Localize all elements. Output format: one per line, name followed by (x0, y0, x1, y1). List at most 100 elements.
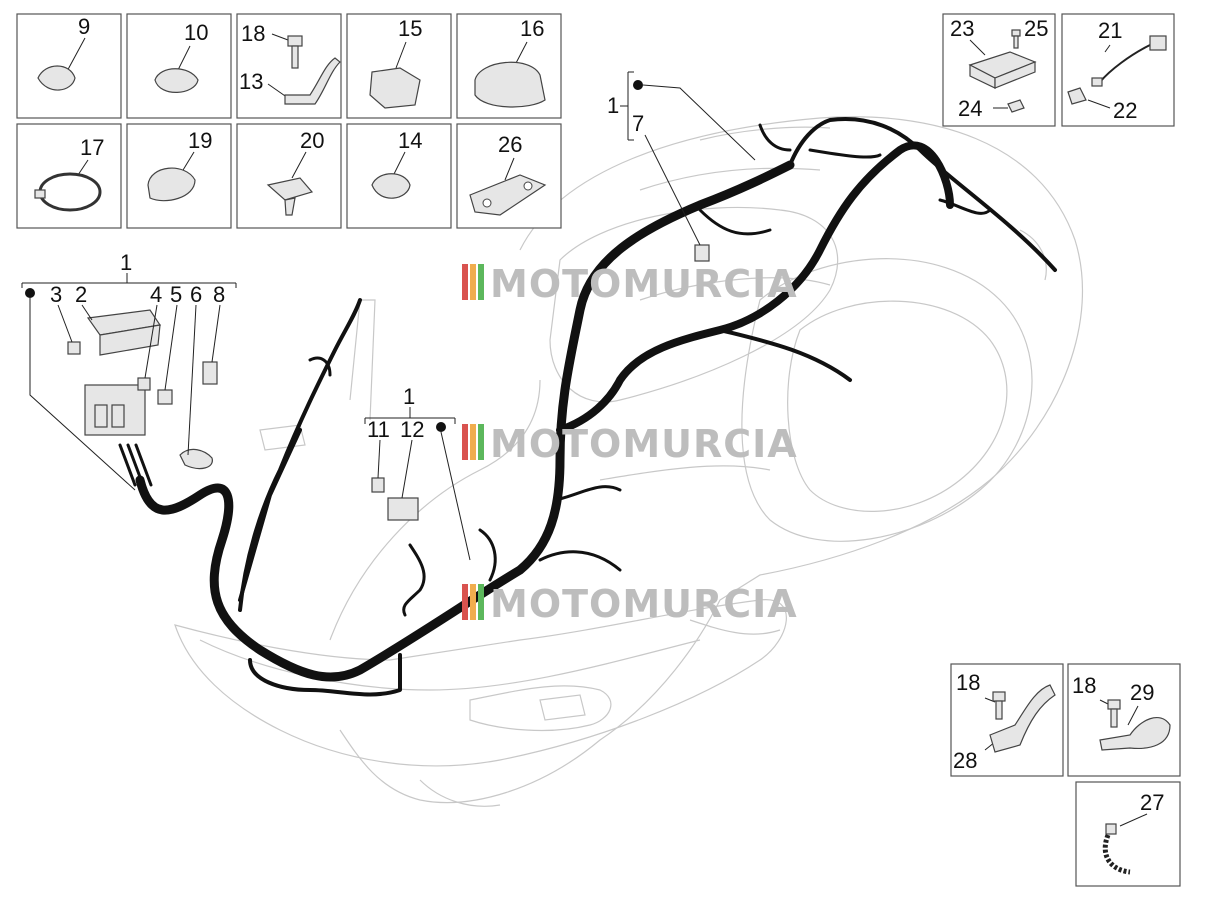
watermark-stripe (478, 584, 484, 620)
cable-tie-27-part (1102, 834, 1131, 875)
box-17-label: 17 (80, 135, 104, 160)
main-wiring-harness (118, 117, 1057, 697)
plate-hole (482, 198, 492, 208)
bolt-shank-part (291, 45, 299, 69)
label-6: 6 (190, 282, 202, 307)
fuse-box-slot (111, 404, 125, 428)
band-clamp-part (37, 65, 76, 91)
box-22-label: 22 (1113, 98, 1137, 123)
scooter-body-outline (174, 116, 1083, 807)
parts-box-18-13: 18 13 (236, 13, 342, 119)
nut-24-part (1007, 99, 1025, 113)
watermark-stripe (462, 424, 468, 460)
box-9-label: 9 (78, 14, 90, 39)
watermark-stripe (478, 424, 484, 460)
bolt-18-shank (995, 700, 1003, 720)
label-12: 12 (400, 417, 424, 442)
fuse-11-part (371, 477, 385, 493)
watermark-stripe (470, 424, 476, 460)
retainer-clip-pin (284, 197, 296, 216)
regulator-front (994, 61, 1036, 89)
label-11: 11 (367, 417, 390, 442)
box-21-label: 21 (1098, 18, 1122, 43)
box-26-label: 26 (498, 132, 522, 157)
box-29-label: 29 (1130, 680, 1154, 705)
cable-tie-27-head (1105, 823, 1117, 835)
relay-8-part (202, 361, 218, 385)
fuse-holder-12-part (387, 497, 419, 521)
parts-box-10: 10 (126, 13, 232, 119)
label-3: 3 (50, 282, 62, 307)
box-28-label: 28 (953, 748, 977, 773)
screw-25-part (1011, 29, 1021, 37)
group-dot-left (25, 288, 35, 298)
box-18-28-label-18: 18 (956, 670, 980, 695)
parts-box-14: 14 (346, 123, 452, 229)
retainer-clip-part (266, 177, 314, 201)
grommet-22-part (1067, 87, 1087, 105)
watermark-text: MOTOMURCIA (490, 422, 798, 466)
parts-box-18-29: 18 29 (1067, 663, 1181, 777)
watermark-stripe (462, 264, 468, 300)
watermark-3: MOTOMURCIA (462, 582, 797, 626)
callout-lines (21, 71, 756, 561)
box-15-label: 15 (398, 16, 422, 41)
watermark-stripe (478, 264, 484, 300)
harness-clip-part (371, 173, 411, 199)
sensor-cable-21 (1099, 44, 1151, 83)
label-4: 4 (150, 282, 162, 307)
hose-clamp-part (154, 68, 199, 93)
label-2: 2 (75, 282, 87, 307)
bolt-18b-part (1107, 699, 1121, 710)
screw-25-shank (1013, 35, 1019, 49)
box-27-label: 27 (1140, 790, 1164, 815)
parts-box-23-25-24: 23 25 24 (942, 13, 1056, 127)
box-16-label: 16 (520, 16, 544, 41)
watermark-text: MOTOMURCIA (490, 262, 798, 306)
connector-21-part (1149, 35, 1167, 51)
sensor-21-part (1091, 77, 1103, 87)
bolt-18b-shank (1110, 708, 1118, 728)
clip-holder-part (474, 61, 546, 108)
parts-box-18-28: 18 28 (950, 663, 1064, 777)
fuse-5-part (157, 389, 173, 405)
bracket-29-part (1099, 717, 1171, 751)
parts-box-21-22: 21 22 (1061, 13, 1175, 127)
label-8: 8 (213, 282, 225, 307)
clip-7-part (694, 244, 710, 262)
parts-box-15: 15 (346, 13, 452, 119)
parts-box-17: 17 (16, 123, 122, 229)
plate-hole (523, 181, 533, 191)
label-group-middle-main: 1 (403, 384, 415, 409)
fuse-3-part (67, 341, 81, 355)
box-20-label: 20 (300, 128, 324, 153)
cable-tie-head (34, 189, 46, 199)
watermark-stripe (470, 584, 476, 620)
box-23-label: 23 (950, 16, 974, 41)
fuse-box-slot (94, 404, 108, 428)
box-18-29-label-18: 18 (1072, 673, 1096, 698)
watermark-stripe (470, 264, 476, 300)
fuse-4-part (137, 377, 151, 391)
label-group-left-main: 1 (120, 250, 132, 275)
bracket-28-part (989, 684, 1056, 753)
box-13-label: 13 (239, 69, 263, 94)
strap-clamp-part (147, 167, 196, 202)
parts-box-27: 27 (1075, 781, 1181, 887)
label-7: 7 (632, 111, 644, 136)
box-19-label: 19 (188, 128, 212, 153)
box-18-label: 18 (241, 21, 265, 46)
box-10-label: 10 (184, 20, 208, 45)
label-group-top-main: 1 (607, 93, 619, 118)
fuse-cover-side (99, 324, 161, 356)
parts-box-19: 19 (126, 123, 232, 229)
bracket-part (284, 57, 341, 105)
watermark-stripe (462, 584, 468, 620)
box-25-label: 25 (1024, 16, 1048, 41)
box-24-label: 24 (958, 96, 982, 121)
clamp-6-part (179, 448, 213, 470)
parts-box-26: 26 (456, 123, 562, 229)
group-dot-top (633, 80, 643, 90)
bolt-head-part (287, 35, 303, 47)
